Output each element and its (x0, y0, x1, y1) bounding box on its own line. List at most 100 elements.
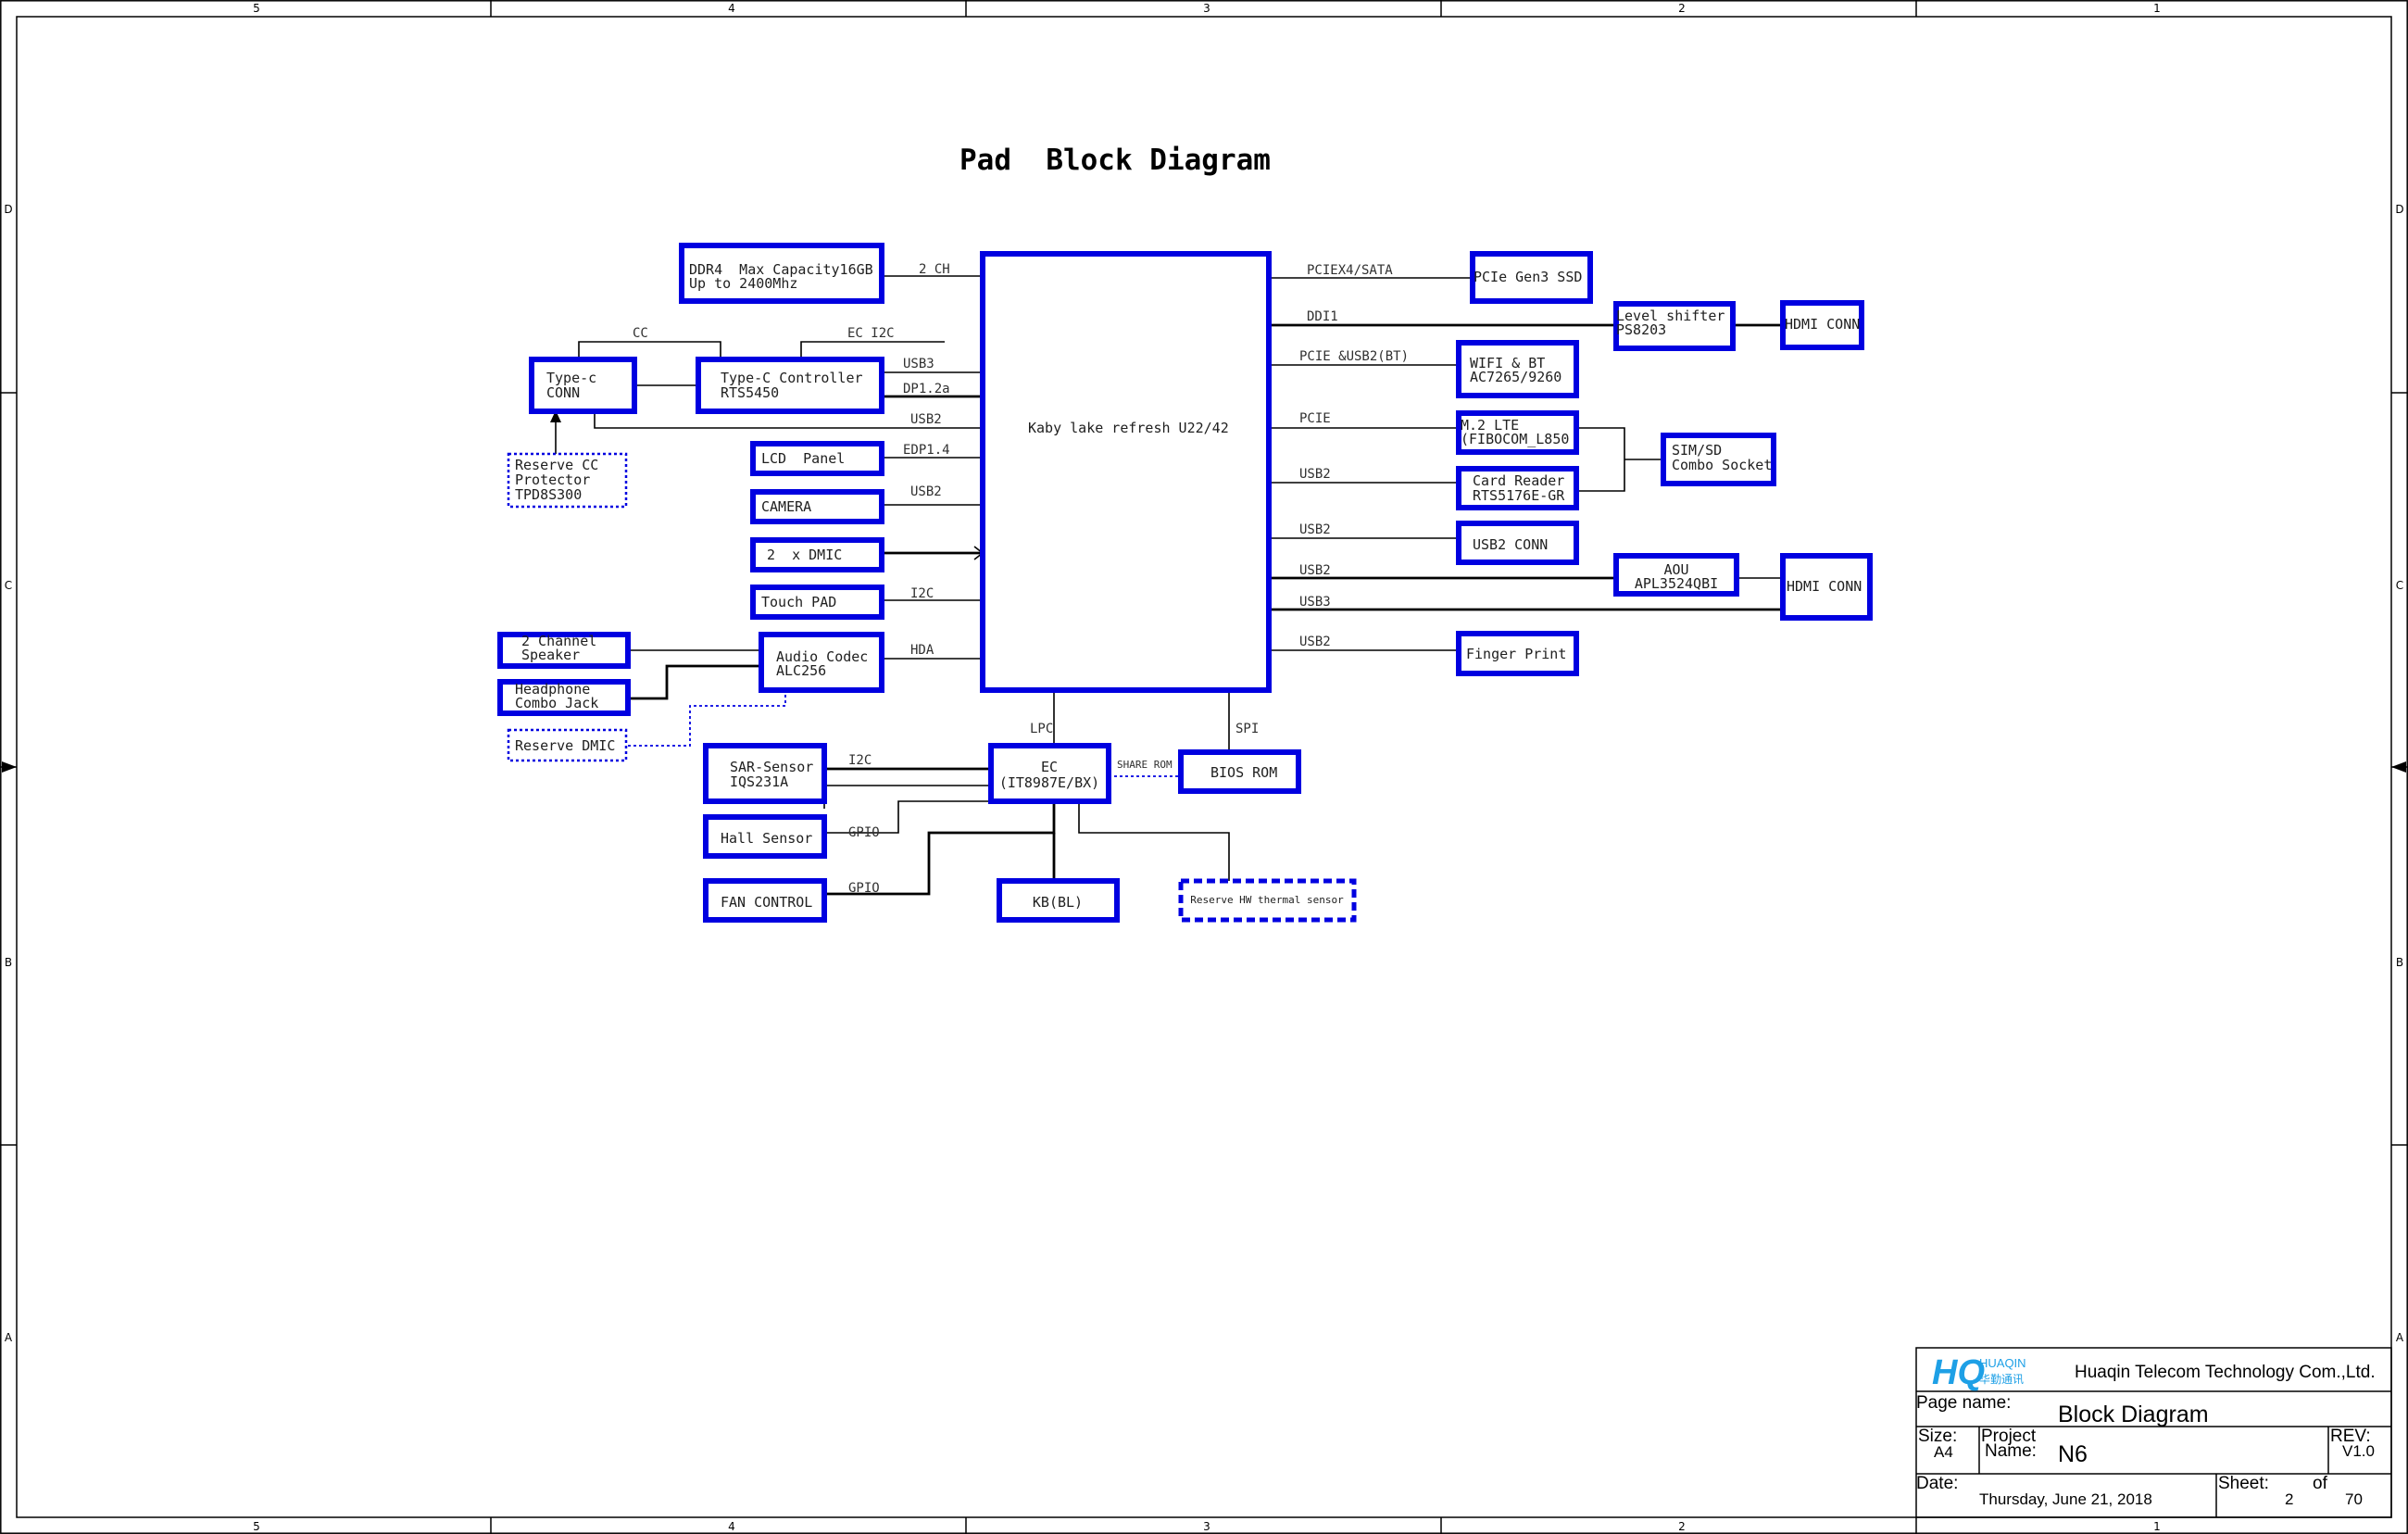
hall-signal: GPIO (848, 825, 880, 840)
reserve-dmic-block[interactable]: Reserve DMIC (507, 728, 628, 762)
aou-line-1: AOU (1663, 561, 1688, 578)
thermal-sensor-block[interactable]: Reserve HW thermal sensor (1178, 878, 1357, 923)
sim-sd-block[interactable]: SIM/SD Combo Socket (1661, 433, 1776, 486)
dmic-block[interactable]: 2 x DMIC (750, 537, 884, 572)
zone-label-right-b: B (2396, 956, 2403, 969)
kb-block[interactable]: KB(BL) (997, 878, 1120, 923)
fan-control-block[interactable]: FAN CONTROL (703, 878, 827, 923)
level-shifter-block[interactable]: Level shifter PS8203 (1613, 301, 1736, 351)
card-reader-block[interactable]: Card Reader RTS5176E-GR (1456, 466, 1579, 510)
kb-label: KB(BL) (1033, 894, 1083, 911)
reserve-cc-block[interactable]: Reserve CC Protector TPD8S300 (507, 452, 628, 509)
sheet-total: 70 (2345, 1490, 2363, 1508)
size-value: A4 (1934, 1443, 1953, 1461)
lcd-panel-label: LCD Panel (761, 450, 845, 467)
pcie-lte-signal: PCIE (1299, 411, 1331, 426)
zone-label-bottom-2: 2 (1678, 1520, 1686, 1533)
card-reader-line-1: Card Reader (1473, 472, 1564, 489)
page-name-label: Page name: (1916, 1393, 2011, 1413)
ddr4-line-1: DDR4 Max Capacity16GB (689, 261, 873, 278)
company-name: Huaqin Telecom Technology Com.,Ltd. (2075, 1363, 2376, 1382)
lcd-panel-block[interactable]: LCD Panel (750, 441, 884, 476)
audio-codec-block[interactable]: Audio Codec ALC256 (759, 632, 884, 693)
ddr4-block[interactable]: DDR4 Max Capacity16GB Up to 2400Mhz (679, 243, 884, 304)
reserve-cc-line-1: Reserve CC (515, 457, 598, 473)
ec-block[interactable]: EC (IT8987E/BX) (988, 743, 1111, 804)
cpu-block[interactable]: Kaby lake refresh U22/42 (980, 251, 1272, 693)
size-label: Size: (1918, 1427, 1957, 1446)
usb3-hdmi-signal: USB3 (1299, 595, 1331, 610)
dp-signal: DP1.2a (903, 382, 950, 396)
lte-line-2: (FIBOCOM_L850 (1461, 431, 1569, 447)
zone-label-left-a: A (5, 1331, 13, 1344)
reserve-dmic-label: Reserve DMIC (515, 737, 615, 754)
hall-sensor-label: Hall Sensor (721, 830, 812, 847)
project-value: N6 (2058, 1441, 2088, 1467)
hdmi-conn-top-block[interactable]: HDMI CONN (1780, 300, 1864, 350)
hdmi-conn-bottom-block[interactable]: HDMI CONN (1780, 553, 1873, 621)
typec-controller-line-2: RTS5450 (721, 384, 779, 401)
diagram-title: Pad Block Diagram (959, 144, 1271, 177)
of-label: of (2313, 1474, 2328, 1493)
pcie-sata-signal: PCIEX4/SATA (1307, 263, 1393, 278)
aou-line-2: APL3524QBI (1635, 575, 1718, 592)
hdmi-conn-bottom-label: HDMI CONN (1787, 578, 1862, 595)
typec-conn-block[interactable]: Type-c CONN (529, 357, 637, 414)
speaker-block[interactable]: 2 Channel Speaker (497, 632, 631, 669)
ssd-block[interactable]: PCIe Gen3 SSD (1470, 251, 1593, 304)
camera-block[interactable]: CAMERA (750, 489, 884, 524)
zone-label-bottom-1: 1 (2153, 1520, 2161, 1533)
headphone-block[interactable]: Headphone Combo Jack (497, 679, 631, 716)
zone-label-top-5: 5 (253, 2, 260, 15)
headphone-line-1: Headphone (515, 681, 590, 698)
audio-codec-line-1: Audio Codec (776, 648, 868, 665)
sar-sensor-block[interactable]: SAR-Sensor IQS231A (703, 743, 827, 804)
sar-signal: I2C (848, 753, 872, 768)
sheet-label: Sheet: (2218, 1474, 2269, 1493)
aou-signal: USB2 (1299, 563, 1331, 578)
bios-rom-block[interactable]: BIOS ROM (1178, 749, 1301, 794)
typec-controller-block[interactable]: Type-C Controller RTS5450 (696, 357, 884, 414)
cc-signal: CC (633, 326, 648, 341)
wifi-bt-line-2: AC7265/9260 (1470, 369, 1561, 385)
share-rom-signal: SHARE ROM (1117, 759, 1173, 771)
reserve-cc-line-3: TPD8S300 (515, 486, 582, 503)
title-block: HQ HUAQIN 华勤通讯 Huaqin Telecom Technology… (1915, 1347, 2392, 1518)
project-label-2: Name: (1985, 1441, 2037, 1461)
zone-label-bottom-5: 5 (253, 1520, 260, 1533)
card-reader-signal: USB2 (1299, 467, 1331, 482)
sar-sensor-line-1: SAR-Sensor (730, 759, 813, 775)
ec-i2c-signal: EC I2C (847, 326, 895, 341)
ddr4-signal: 2 CH (919, 262, 950, 277)
usb2-conn-block[interactable]: USB2 CONN (1456, 521, 1579, 565)
logo-hq-mark: HQ (1932, 1353, 1985, 1392)
aou-block[interactable]: AOU APL3524QBI (1613, 553, 1739, 597)
lte-block[interactable]: M.2 LTE (FIBOCOM_L850 (1456, 410, 1579, 455)
touchpad-block[interactable]: Touch PAD (750, 585, 884, 620)
camera-label: CAMERA (761, 498, 811, 515)
finger-print-block[interactable]: Finger Print (1456, 631, 1579, 676)
zone-label-bottom-4: 4 (728, 1520, 735, 1533)
wifi-bt-block[interactable]: WIFI & BT AC7265/9260 (1456, 340, 1579, 398)
logo-cn: 华勤通讯 (1979, 1373, 2024, 1386)
huaqin-logo: HQ HUAQIN 华勤通讯 (1932, 1353, 2026, 1392)
ddi1-signal: DDI1 (1307, 309, 1338, 324)
typec-conn-line-2: CONN (546, 384, 580, 401)
hall-sensor-block[interactable]: Hall Sensor (703, 814, 827, 859)
speaker-line-2: Speaker (521, 647, 580, 663)
wifi-bt-line-1: WIFI & BT (1470, 355, 1545, 371)
wifi-signal: PCIE &USB2(BT) (1299, 349, 1409, 364)
typec-controller-line-1: Type-C Controller (721, 370, 863, 386)
touchpad-label: Touch PAD (761, 594, 836, 610)
zone-label-right-d: D (2395, 203, 2403, 216)
hdmi-conn-top-label: HDMI CONN (1785, 316, 1860, 333)
sheet-value: 2 (2285, 1490, 2293, 1508)
spi-signal: SPI (1235, 722, 1259, 736)
sim-sd-line-1: SIM/SD (1672, 442, 1722, 459)
usb2-conn-signal: USB2 (1299, 522, 1331, 537)
fan-control-label: FAN CONTROL (721, 894, 812, 911)
zone-label-top-1: 1 (2153, 2, 2161, 15)
sim-sd-line-2: Combo Socket (1672, 457, 1772, 473)
headphone-line-2: Combo Jack (515, 695, 598, 711)
